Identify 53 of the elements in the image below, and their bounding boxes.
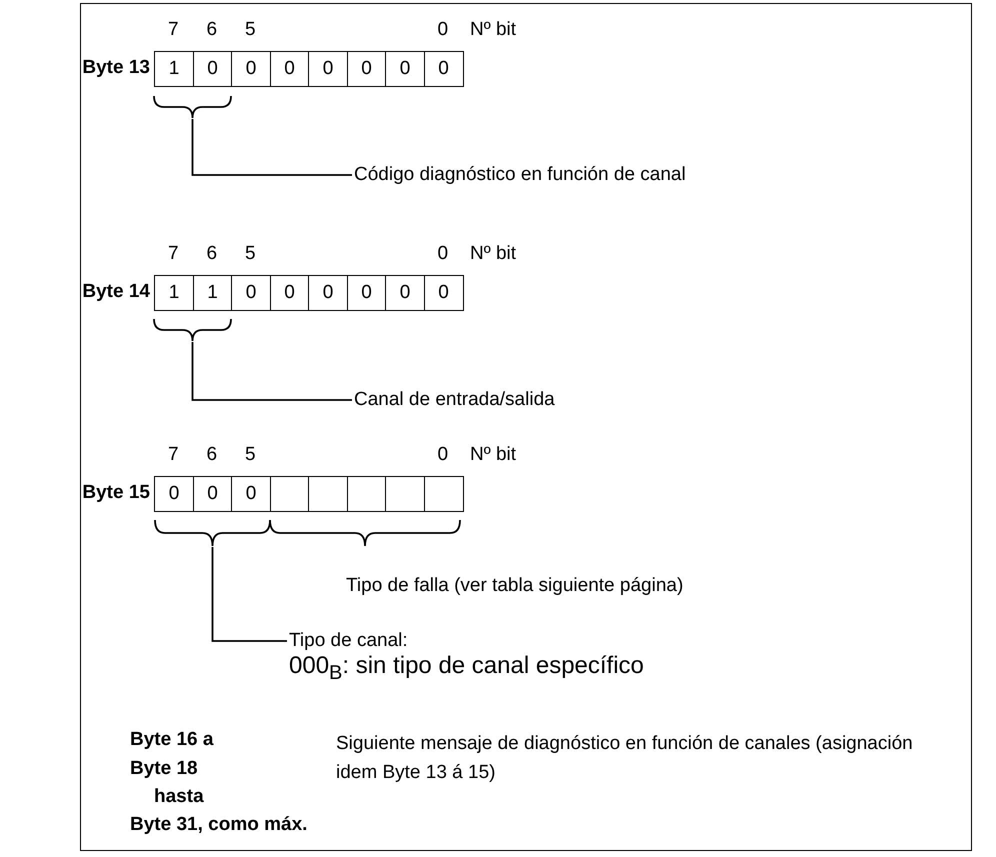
leader-line (212, 547, 287, 642)
bit-number: 7 (168, 444, 179, 466)
note-text: Tipo de falla (ver tabla siguiente página) (346, 575, 684, 597)
curly-brace (153, 318, 232, 342)
leader-line (192, 119, 352, 176)
byte-label: Byte 16 a (130, 729, 214, 751)
bit-value-cell: 0 (270, 275, 310, 311)
bit-value-cell: 0 (308, 275, 348, 311)
bit-number: 6 (206, 444, 218, 466)
byte-label: Byte 15 (82, 482, 150, 504)
bit-value-cell: 0 (424, 275, 464, 311)
bit-number: 5 (244, 243, 256, 265)
byte-label: Byte 14 (82, 281, 150, 303)
bit-number: 0 (437, 243, 448, 265)
bit-value-cell: 0 (154, 476, 194, 512)
bit-value-cell: 0 (385, 275, 425, 311)
bit-value-cell: 0 (346, 51, 386, 87)
bit-value-cell: 0 (231, 275, 271, 311)
bit-value-cell: 1 (192, 275, 232, 311)
bit-number: 0 (437, 444, 448, 466)
bit-value-cell: 0 (192, 51, 232, 87)
byte-label: Byte 18 (130, 758, 198, 780)
bit-value-cell: 0 (385, 51, 425, 87)
bit-number-caption: Nº bit (470, 444, 516, 466)
bit-number-caption: Nº bit (470, 243, 516, 265)
byte-label: hasta (154, 786, 204, 808)
bit-number: 6 (206, 243, 218, 265)
bit-number: 7 (168, 243, 179, 265)
bit-value-cell: 0 (424, 51, 464, 87)
bit-value-cell: 0 (346, 275, 386, 311)
curly-brace (154, 520, 271, 547)
callout-text: Canal de entrada/salida (354, 389, 555, 411)
leader-line (192, 342, 352, 401)
callout-heading: Tipo de canal: (289, 630, 409, 652)
bit-value-cell: 0 (231, 51, 271, 87)
bit-value-cell: 0 (270, 51, 310, 87)
bit-value-cell: 1 (154, 51, 194, 87)
bit-number: 5 (244, 444, 256, 466)
bit-number-caption: Nº bit (470, 19, 516, 41)
callout-text: Código diagnóstico en función de canal (354, 164, 686, 186)
bit-value-cell: 0 (308, 51, 348, 87)
byte-label: Byte 31, como máx. (130, 814, 308, 836)
bit-number: 7 (168, 19, 179, 41)
bit-number: 0 (437, 19, 448, 41)
callout-text: 000$_{B}$: sin tipo de canal específico (289, 652, 644, 686)
byte-label: Byte 13 (82, 57, 150, 79)
note-text: Siguiente mensaje de diagnóstico en función de canales (asignación idem Byte 13 á 15) (336, 732, 914, 785)
bit-value-cell: 0 (231, 476, 271, 512)
bit-value-cell: 0 (192, 476, 232, 512)
bit-value-cell: 1 (154, 275, 194, 311)
bit-number: 5 (244, 19, 256, 41)
bit-number: 6 (206, 19, 218, 41)
curly-brace (153, 96, 232, 119)
